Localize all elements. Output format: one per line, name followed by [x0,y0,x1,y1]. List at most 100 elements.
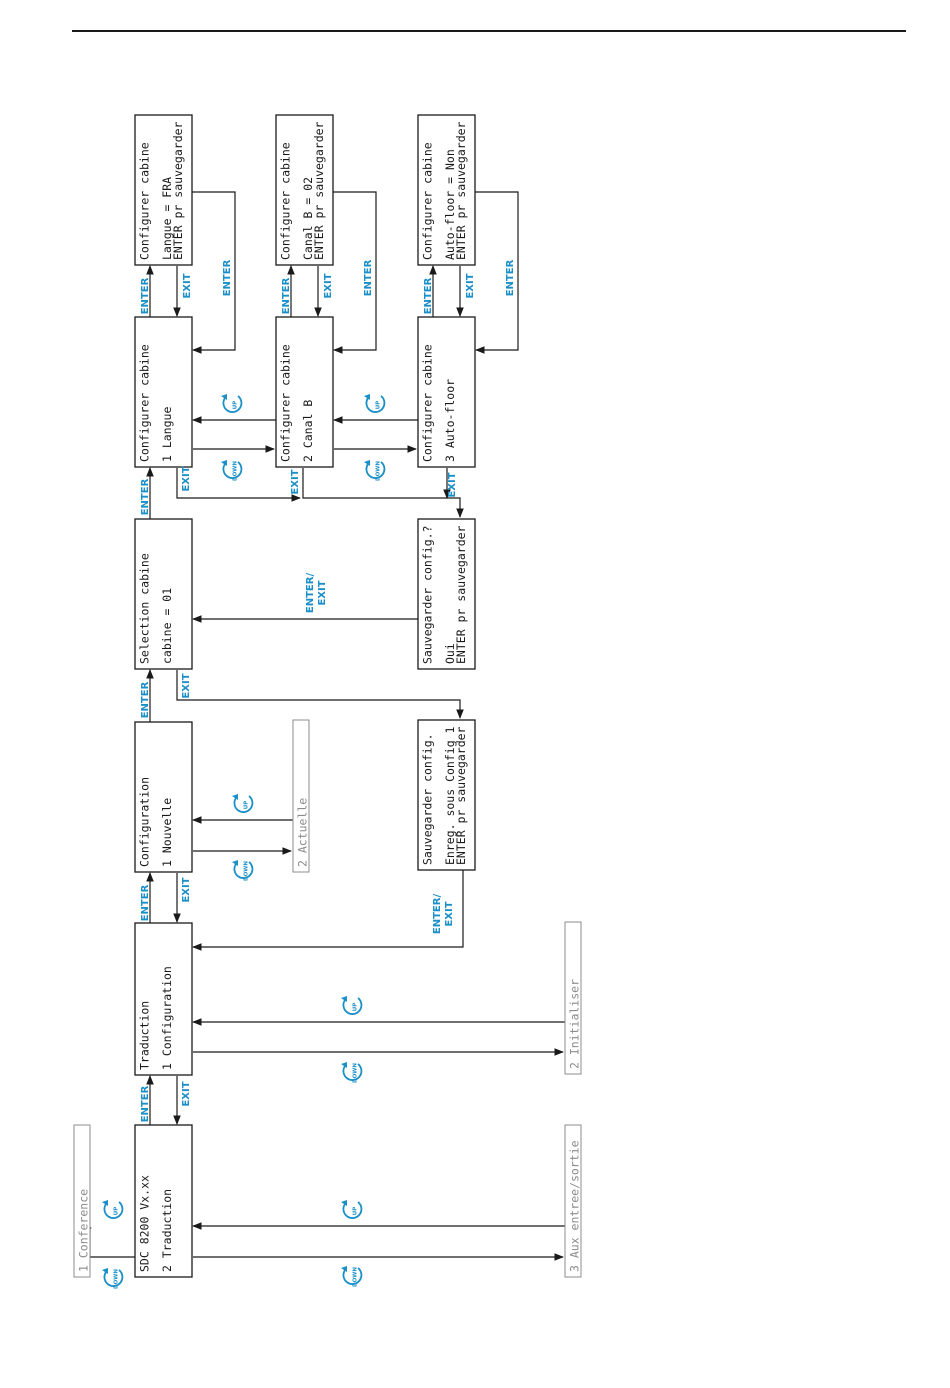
screen-frame [73,1124,91,1278]
enter-exit-label-line: EXIT [444,901,455,926]
arrow-enter-save-autofloor [475,191,519,354]
screen-traduction: Traduction 1 Configuration [134,922,193,1076]
screen-text-line: Configurer cabine [421,142,435,260]
exit-label: EXIT [181,673,192,698]
screen-text-line: Oui [443,643,457,664]
up-arrow-icon: UP [102,1200,124,1219]
screen-text-line: cabine = 01 [160,588,174,664]
screen-save-config: Sauvegarder config.Enreg. sous Config 1E… [417,719,476,871]
screen-frame [417,114,476,266]
exit-label: EXIT [290,469,301,494]
screen-actuelle: 2 Actuelle [292,719,310,873]
enter-label: ENTER [140,1085,151,1122]
down-arrow-icon: DOWN [341,1266,363,1287]
screen-frame [275,316,334,468]
down-arrow-icon: DOWN [341,1062,363,1083]
screen-selection: Selection cabine cabine = 01 [134,518,193,670]
screen-text-line: 3 Aux entree/sortie [568,1140,582,1272]
svg-text:DOWN: DOWN [114,1269,120,1289]
screen-text-line: Enreg. sous Config 1 [443,726,457,865]
enter-exit-label-line: EXIT [317,580,328,605]
screen-text-line: 1 Conference [77,1189,91,1272]
down-arrow-icon: DOWN [221,460,243,481]
screen-text-line: Configurer cabine [279,142,293,260]
screen-frame [275,114,334,266]
screen-text-line: 1 Nouvelle [160,798,174,867]
enter-exit-label-line: ENTER/ [305,573,316,614]
screen-text-line: Auto-floor = Non [443,149,457,260]
exit-label: EXIT [181,1081,192,1106]
screen-text-line: Langue = FRA [160,177,174,260]
up-arrow-icon: UP [232,794,254,813]
screen-text-line: ENTER pr sauvegarder [454,121,468,260]
screen-configuration: Configuration 1 Nouvelle [134,721,193,873]
svg-text:UP: UP [353,1003,359,1012]
svg-text:UP: UP [233,401,239,410]
arrow-enter-save-canalb [333,191,377,354]
exit-label: EXIT [447,472,458,497]
screen-frame [134,114,193,266]
screen-text-line: 1 Langue [160,407,174,462]
arrow-exit-selection [176,670,464,719]
enter-label: ENTER [281,277,292,314]
screen-text-line: 2 Initialiser [568,979,582,1069]
svg-text:DOWN: DOWN [353,1063,359,1083]
enter-label: ENTER [140,277,151,314]
screen-text-line: Sauvegarder config.? [421,526,435,664]
screen-text-line: ENTER pr sauvegarder [454,525,468,664]
exit-label: EXIT [465,273,476,298]
exit-label: EXIT [323,273,334,298]
screen-text-line: ENTER pr sauvegarder [171,121,185,260]
screen-frame [134,1124,193,1278]
screen-text-line: Configuration [138,777,152,867]
screen-text-line: Traduction [138,1001,152,1070]
screen-text-line: Canal B = 02 [301,177,315,260]
up-arrow-icon: UP [341,996,363,1015]
enter-label: ENTER [140,478,151,515]
screen-frame [564,921,582,1075]
arrow-exit-langue [176,468,301,502]
screen-frame [134,316,193,468]
screen-aux: 3 Aux entree/sortie [564,1124,582,1278]
transition-labels: ENTER EXIT ENTER EXIT ENTER ENTER EXIT EXIT EXIT… [102,259,516,1289]
svg-text:DOWN: DOWN [244,861,250,881]
arrow-save-config-exit [192,870,464,951]
up-arrow-icon: UP [341,1200,363,1219]
svg-text:DOWN: DOWN [353,1267,359,1287]
svg-text:DOWN: DOWN [233,461,239,481]
screen-text-line: 1 Configuration [160,966,174,1070]
screen-text-line: 2 Actuelle [296,798,310,867]
svg-text:UP: UP [114,1207,120,1216]
down-arrow-icon: DOWN [102,1268,124,1289]
svg-text:UP: UP [244,801,250,810]
screen-frame [134,922,193,1076]
up-arrow-icon: UP [221,394,243,413]
down-arrow-icon: DOWN [232,860,254,881]
enter-label: ENTER [363,259,374,296]
enter-exit-label-line: ENTER/ [432,894,443,935]
screen-text-line: Configurer cabine [138,142,152,260]
screen-frame [134,518,193,670]
svg-text:UP: UP [376,401,382,410]
screen-frame [564,1124,582,1278]
screen-text-line: 3 Auto-floor [443,379,457,462]
enter-label: ENTER [140,681,151,718]
exit-label: EXIT [181,877,192,902]
arrow-exit-canalb [302,468,464,518]
screen-text-line: Selection cabine [138,553,152,664]
screen-text-line: ENTER pr sauvegarder [454,726,468,865]
screen-frame [417,719,476,871]
screen-frame [417,518,476,670]
screen-text-line: 2 Traduction [160,1189,174,1272]
screen-text-line: Configurer cabine [421,344,435,462]
enter-label: ENTER [423,277,434,314]
